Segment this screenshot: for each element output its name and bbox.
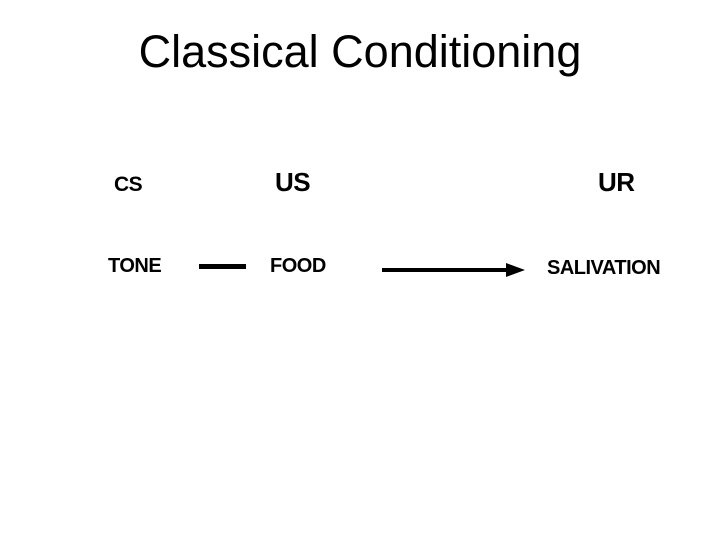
label-us: US [275, 167, 311, 197]
label-tone: TONE [108, 255, 162, 277]
label-ur: UR [598, 167, 635, 197]
label-food: FOOD [270, 255, 326, 277]
label-salivation: SALIVATION [547, 257, 661, 279]
food-to-salivation-arrow [382, 263, 525, 277]
tone-food-connector-line [199, 264, 246, 269]
label-cs: CS [114, 173, 143, 196]
arrow-shaft [382, 268, 508, 272]
arrow-head-icon [506, 263, 525, 277]
slide-title: Classical Conditioning [138, 26, 582, 77]
